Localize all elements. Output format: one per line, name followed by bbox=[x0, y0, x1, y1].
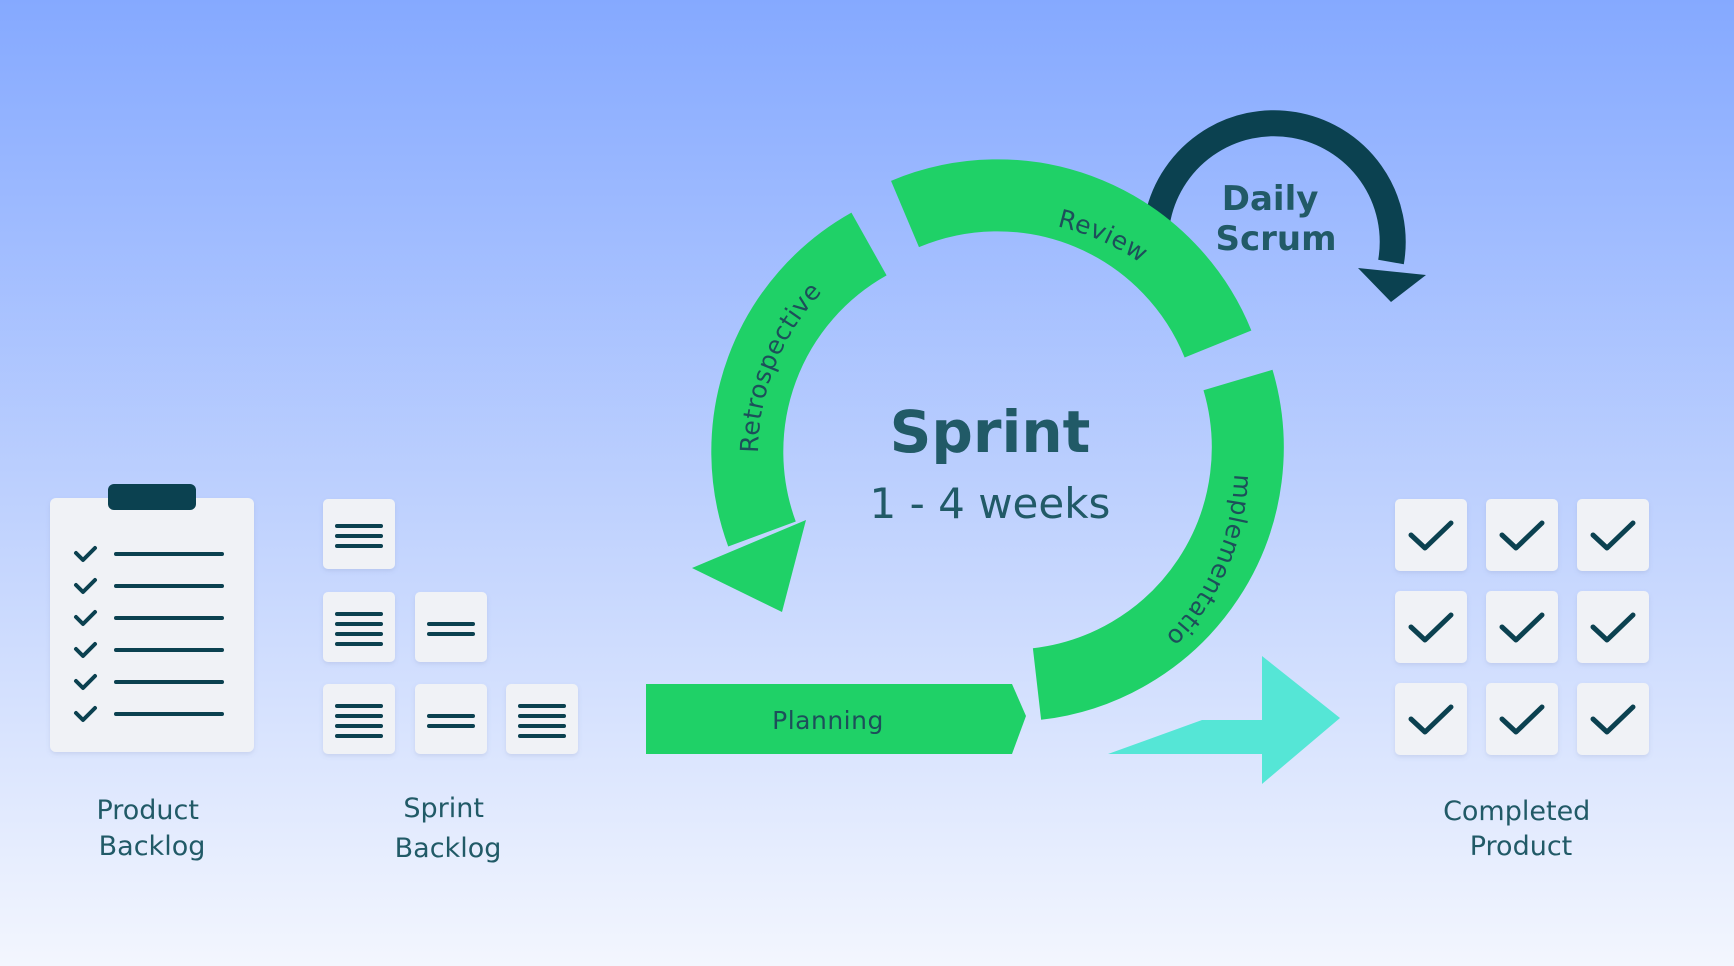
completed-product-grid bbox=[1395, 499, 1649, 755]
backlog-card bbox=[415, 592, 487, 662]
lines-icon bbox=[335, 524, 383, 548]
check-icon bbox=[74, 546, 97, 562]
check-icon bbox=[74, 642, 97, 658]
check-icon bbox=[1408, 520, 1454, 551]
lines-icon bbox=[518, 704, 566, 738]
retrospective-arrowhead bbox=[692, 520, 806, 612]
planning-label: Planning bbox=[772, 706, 884, 735]
sprint-cycle bbox=[646, 159, 1284, 754]
check-icon bbox=[1499, 704, 1545, 735]
check-icon bbox=[1499, 520, 1545, 551]
check-icon bbox=[74, 674, 97, 690]
check-icon bbox=[1590, 612, 1636, 643]
lines-icon bbox=[335, 704, 383, 738]
completed-item bbox=[1486, 499, 1558, 571]
check-icon bbox=[1499, 612, 1545, 643]
completed-product-label: Completed Product bbox=[1443, 796, 1599, 862]
check-icon bbox=[1408, 612, 1454, 643]
checklist-row bbox=[74, 546, 224, 562]
check-icon bbox=[74, 706, 97, 722]
check-icon bbox=[1408, 704, 1454, 735]
check-icon bbox=[1590, 520, 1636, 551]
lines-icon bbox=[427, 714, 475, 728]
check-icon bbox=[74, 578, 97, 594]
checklist-row bbox=[74, 578, 224, 594]
checklist-row bbox=[74, 642, 224, 658]
backlog-card bbox=[415, 684, 487, 754]
completed-item bbox=[1577, 683, 1649, 755]
daily-scrum-loop-arrow bbox=[1144, 110, 1426, 302]
checklist-row bbox=[74, 706, 224, 722]
backlog-card bbox=[323, 684, 395, 754]
backlog-card bbox=[323, 592, 395, 662]
completed-item bbox=[1486, 683, 1558, 755]
product-backlog-label: Product Backlog bbox=[96, 795, 207, 862]
completed-item bbox=[1395, 683, 1467, 755]
sprint-title: Sprint bbox=[890, 398, 1091, 466]
retrospective-segment bbox=[711, 212, 888, 547]
checklist-row bbox=[74, 610, 224, 626]
product-backlog-clipboard-icon bbox=[50, 484, 254, 752]
planning-segment bbox=[646, 684, 1026, 754]
implementation-segment bbox=[1032, 369, 1284, 720]
completed-item bbox=[1395, 499, 1467, 571]
sprint-backlog-label: Sprint Backlog bbox=[395, 793, 502, 864]
review-segment bbox=[891, 159, 1252, 359]
sprint-duration: 1 - 4 weeks bbox=[870, 479, 1111, 528]
output-arrow bbox=[1108, 656, 1340, 784]
lines-icon bbox=[427, 622, 475, 636]
backlog-card bbox=[323, 499, 395, 569]
check-icon bbox=[1590, 704, 1636, 735]
daily-scrum-label: Daily Scrum bbox=[1215, 179, 1336, 259]
sprint-backlog-cards bbox=[323, 499, 578, 754]
completed-item bbox=[1577, 499, 1649, 571]
completed-item bbox=[1486, 591, 1558, 663]
completed-item bbox=[1577, 591, 1649, 663]
check-icon bbox=[74, 610, 97, 626]
completed-item bbox=[1395, 591, 1467, 663]
checklist-row bbox=[74, 674, 224, 690]
lines-icon bbox=[335, 612, 383, 646]
backlog-card bbox=[506, 684, 578, 754]
